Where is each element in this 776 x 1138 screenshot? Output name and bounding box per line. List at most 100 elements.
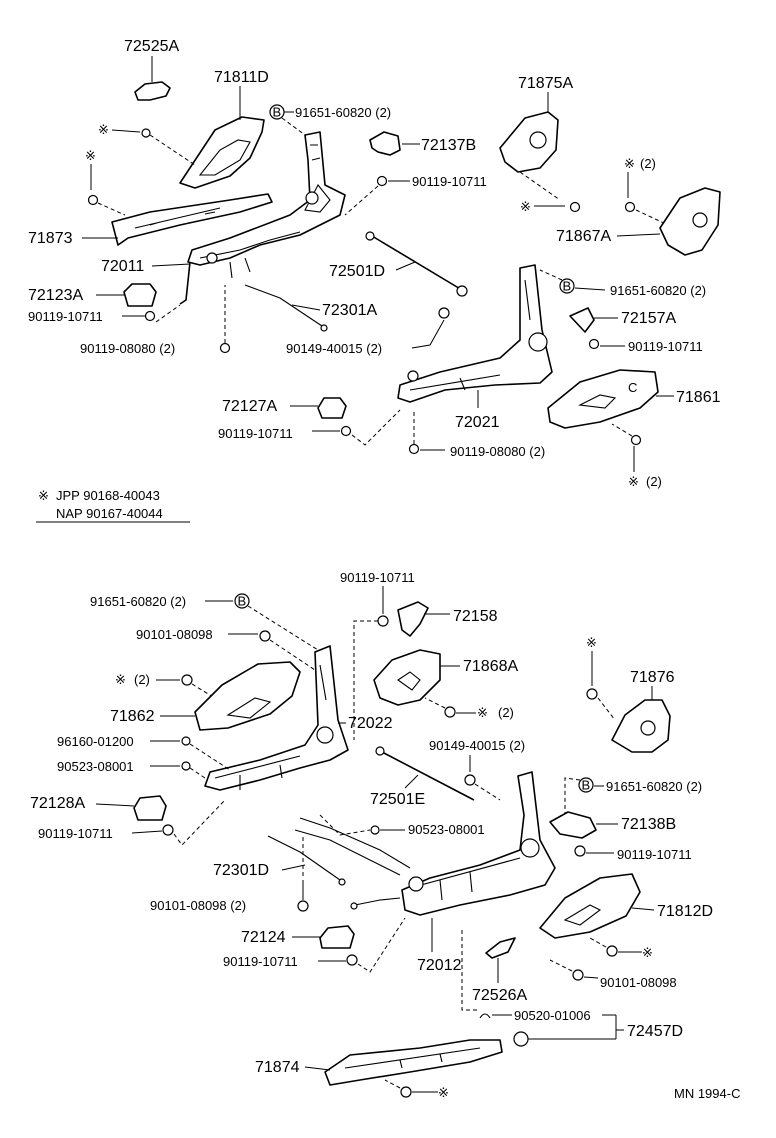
note-mark-icon: ※ xyxy=(477,705,488,720)
label-90119-10711-h: 90119-10711 xyxy=(223,954,298,969)
label-qty-2-d: (2) xyxy=(134,672,150,687)
label-qty-2-c: (2) xyxy=(498,705,514,720)
label-90119-10711-g: 90119-10711 xyxy=(617,847,692,862)
label-72457d: 72457D xyxy=(627,1023,683,1040)
note-mark-icon: ※ xyxy=(115,672,126,687)
b-mark-icon xyxy=(559,278,575,294)
part-72124-shape xyxy=(319,925,355,949)
label-91651-60820-lower: 91651-60820 (2) xyxy=(90,594,186,609)
note-mark-icon: ※ xyxy=(38,488,49,503)
note-mark-icon: ※ xyxy=(85,148,96,163)
label-90119-10711-d: 90119-10711 xyxy=(218,426,293,441)
label-72011: 72011 xyxy=(101,258,144,275)
label-72123a: 72123A xyxy=(28,287,83,304)
label-71875a: 71875A xyxy=(518,75,573,92)
label-90101-08098-b: 90101-08098 (2) xyxy=(150,898,246,913)
part-72157a-shape xyxy=(569,307,595,333)
label-qty-2-a: (2) xyxy=(640,156,656,171)
label-71862: 71862 xyxy=(110,708,155,725)
label-72158: 72158 xyxy=(453,608,498,625)
label-90119-10711-e: 90119-10711 xyxy=(340,570,415,585)
label-90119-08080-b: 90119-08080 (2) xyxy=(450,444,545,459)
part-71873-shape xyxy=(111,193,273,246)
part-72128a-shape xyxy=(133,795,167,821)
label-72301d: 72301D xyxy=(213,862,269,879)
b-mark-icon xyxy=(578,777,594,793)
note-mark-icon: ※ xyxy=(642,945,653,960)
label-90520-01006: 90520-01006 xyxy=(514,1008,591,1023)
label-72301a: 72301A xyxy=(322,302,377,319)
part-72158-shape xyxy=(397,601,429,637)
svg-text:B: B xyxy=(563,279,572,294)
part-72127a-shape xyxy=(317,397,347,419)
label-72127a: 72127A xyxy=(222,398,277,415)
label-71867a: 71867A xyxy=(556,228,611,245)
footer-code: MN 1994-C xyxy=(674,1086,740,1101)
note-mark-icon: ※ xyxy=(98,122,109,137)
label-72501e: 72501E xyxy=(370,791,425,808)
svg-text:C: C xyxy=(628,380,637,395)
label-91651-60820-right: 91651-60820 (2) xyxy=(610,283,706,298)
part-72457d-shape xyxy=(513,1031,529,1047)
svg-text:B: B xyxy=(238,594,247,609)
label-90119-10711-a: 90119-10711 xyxy=(412,174,487,189)
label-90119-08080-a: 90119-08080 (2) xyxy=(80,341,175,356)
label-72021: 72021 xyxy=(455,414,500,431)
b-mark-icon xyxy=(234,593,250,609)
label-71811d: 71811D xyxy=(214,69,269,86)
lower-assembly: 90119-10711 72158 91651-60820 (2) B 9010… xyxy=(30,570,740,1101)
label-90149-40015-b: 90149-40015 (2) xyxy=(429,738,525,753)
label-72124: 72124 xyxy=(241,929,286,946)
label-72525a: 72525A xyxy=(124,38,179,55)
label-71861: 71861 xyxy=(676,389,721,406)
part-71861-shape xyxy=(547,369,659,429)
label-72012: 72012 xyxy=(417,957,462,974)
note-jpp: JPP 90168-40043 xyxy=(56,488,160,503)
part-72526a-shape xyxy=(485,937,516,959)
label-71874: 71874 xyxy=(255,1059,300,1076)
note-mark-icon: ※ xyxy=(438,1085,449,1100)
part-72525a-shape xyxy=(134,81,171,101)
label-90523-08001-b: 90523-08001 xyxy=(408,822,485,837)
label-71876: 71876 xyxy=(630,669,675,686)
svg-text:B: B xyxy=(273,105,282,120)
note-mark-icon: ※ xyxy=(586,635,597,650)
part-72021-shape xyxy=(397,264,553,403)
label-91651-60820-upper: 91651-60820 (2) xyxy=(295,105,391,120)
label-90101-08098-c: 90101-08098 xyxy=(600,975,677,990)
label-90119-10711-f: 90119-10711 xyxy=(38,826,113,841)
part-71874-shape xyxy=(324,1039,503,1086)
part-71812d-shape xyxy=(539,873,641,939)
note-block: ※ JPP 90168-40043 NAP 90167-40044 xyxy=(36,488,190,523)
label-72128a: 72128A xyxy=(30,795,85,812)
label-72526a: 72526A xyxy=(472,987,527,1004)
note-mark-icon: ※ xyxy=(520,199,531,214)
label-72138b: 72138B xyxy=(621,816,676,833)
part-71811d-shape xyxy=(179,116,265,189)
part-72137b-shape xyxy=(369,131,401,156)
label-72022: 72022 xyxy=(348,715,393,732)
label-71868a: 71868A xyxy=(463,658,518,675)
part-72123a-shape xyxy=(123,283,157,307)
label-71873: 71873 xyxy=(28,230,73,247)
label-90149-40015-a: 90149-40015 (2) xyxy=(286,341,382,356)
label-96160-01200: 96160-01200 xyxy=(57,734,134,749)
note-mark-icon: ※ xyxy=(628,474,639,489)
note-mark-icon: ※ xyxy=(624,156,635,171)
label-72137b: 72137B xyxy=(421,137,476,154)
upper-assembly: 72525A 71811D ※ ※ B 91651-60820 (2) 7201… xyxy=(28,38,721,489)
part-71875a-shape xyxy=(499,111,559,173)
label-90119-10711-b: 90119-10711 xyxy=(28,309,103,324)
part-71868a-shape xyxy=(373,649,441,706)
part-71867a-shape xyxy=(659,187,721,256)
label-90119-10711-c: 90119-10711 xyxy=(628,339,703,354)
part-72138b-shape xyxy=(549,811,597,839)
label-qty-2-b: (2) xyxy=(646,474,662,489)
label-71812d: 71812D xyxy=(657,903,713,920)
label-91651-60820-lower-right: 91651-60820 (2) xyxy=(606,779,702,794)
note-nap: NAP 90167-40044 xyxy=(56,506,163,521)
label-72501d: 72501D xyxy=(329,263,385,280)
label-72157a: 72157A xyxy=(621,310,676,327)
label-90101-08098-a: 90101-08098 xyxy=(136,627,213,642)
